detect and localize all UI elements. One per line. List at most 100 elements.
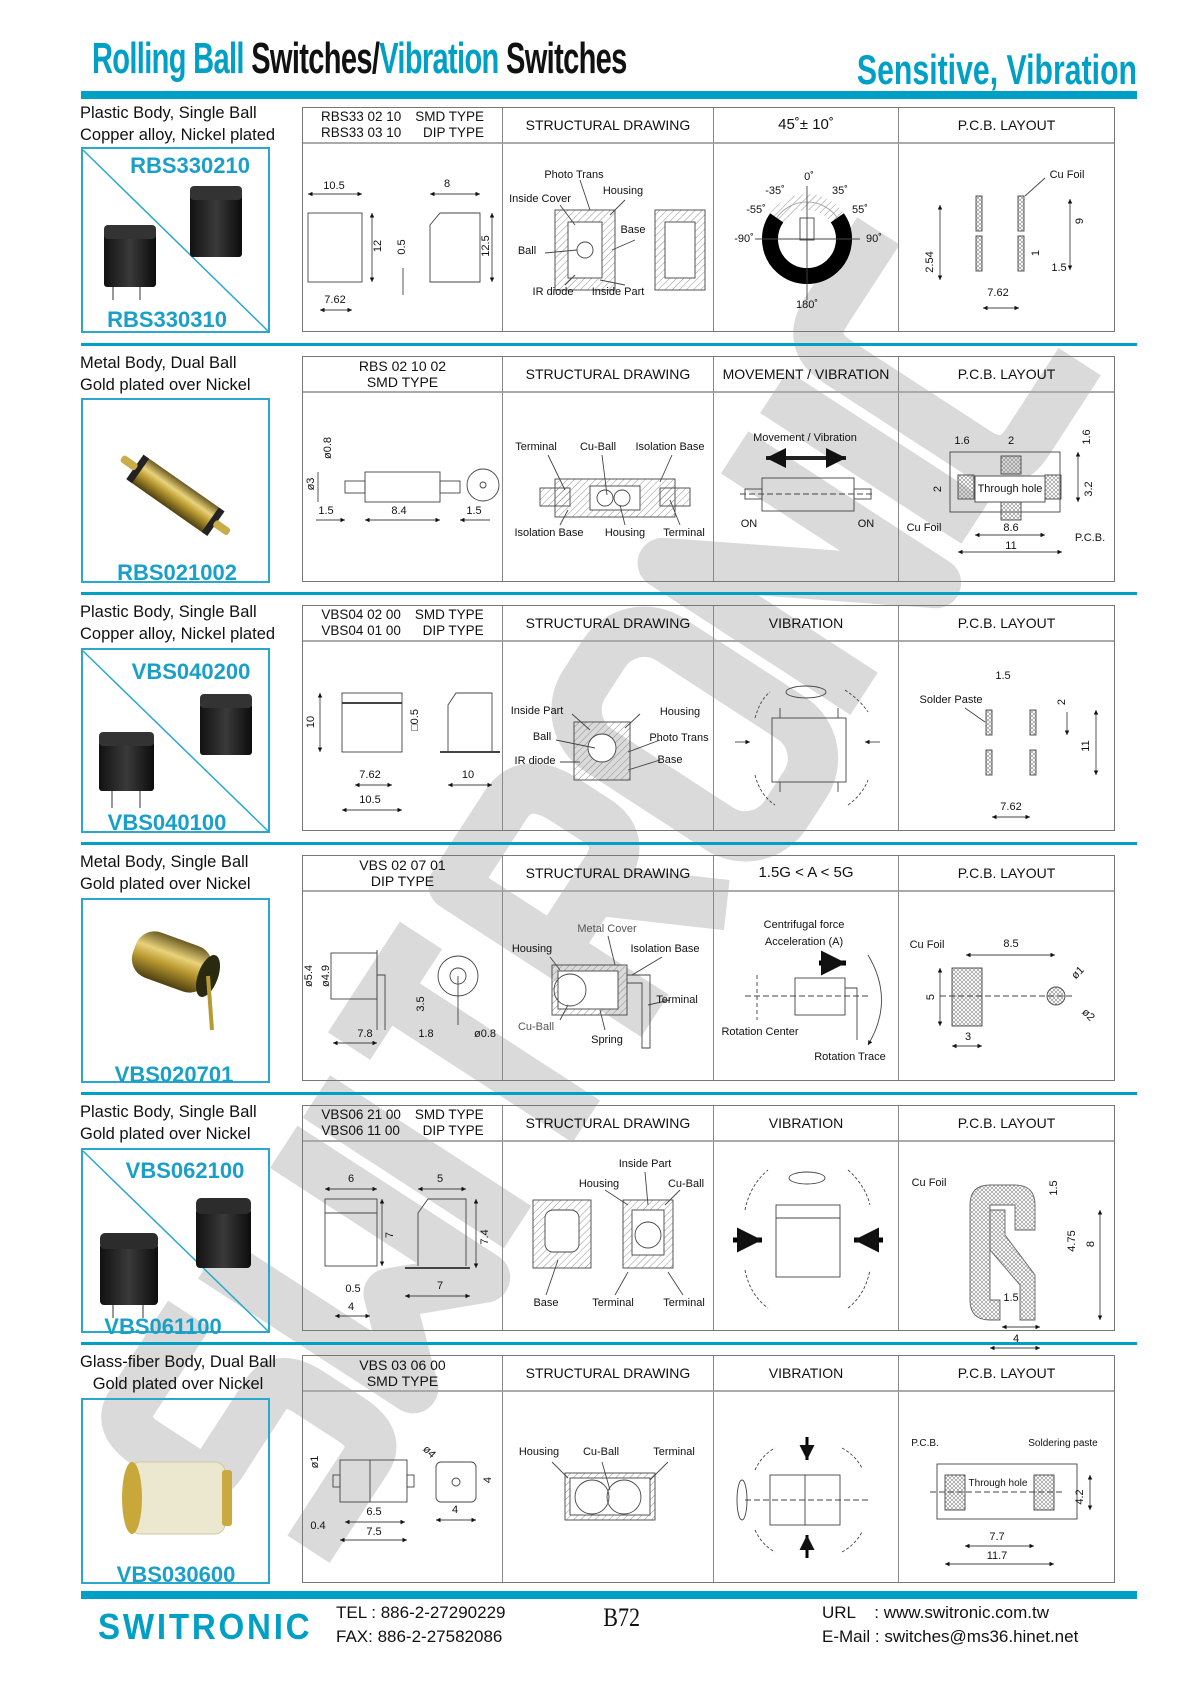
dimension-label: ø3: [305, 477, 317, 491]
angle-label: 90˚: [866, 233, 882, 245]
model-header: VBS 02 07 01 DIP TYPE: [303, 856, 503, 892]
dimension-label: 6: [347, 1173, 355, 1185]
product-code: VBS040100: [107, 810, 227, 835]
angle-label: -55˚: [746, 204, 766, 216]
part-label: Metal Cover: [577, 923, 637, 935]
dimension-drawing-cell: [303, 393, 503, 581]
dimension-label: 12: [372, 239, 384, 253]
model-header: VBS 03 06 00 SMD TYPE: [303, 1356, 503, 1392]
product-description: Plastic Body, Single Ball Copper alloy, …: [80, 601, 295, 645]
part-label: Inside Part: [591, 286, 645, 298]
pcb-label: 1.5: [1048, 1180, 1060, 1196]
pcb-layout-header: P.C.B. LAYOUT: [899, 108, 1114, 144]
acceleration-header: 1.5G < A < 5G: [714, 856, 899, 892]
model-number: VBS 03 06 00: [359, 1357, 446, 1373]
dimension-label: ø1: [309, 1455, 321, 1469]
desc-line: Copper alloy, Nickel plated: [80, 126, 276, 144]
pcb-label: 11: [1005, 540, 1017, 552]
pcb-label: 3.2: [1083, 481, 1095, 497]
pcb-label: 11.7: [986, 1550, 1008, 1562]
structural-drawing-header: STRUCTURAL DRAWING: [503, 357, 714, 393]
model-number: VBS 02 07 01: [359, 857, 446, 873]
pcb-label: 7.7: [989, 1531, 1005, 1543]
pcb-label: 1.5: [995, 670, 1011, 682]
dimension-label: 10.5: [323, 180, 345, 192]
footer-divider: [81, 1591, 1137, 1599]
pcb-label: Cu Foil: [909, 939, 945, 951]
dimension-label: 7.4: [479, 1229, 491, 1245]
part-label: Housing: [659, 706, 701, 718]
product-code: VBS040200: [131, 659, 251, 684]
dimension-label: 3.5: [415, 996, 427, 1012]
pcb-label: 2: [1056, 698, 1068, 706]
desc-line: Gold plated over Nickel: [80, 875, 251, 893]
model-type: SMD TYPE: [415, 109, 485, 124]
product-photo-box: [81, 898, 270, 1083]
structural-drawing-cell: [503, 144, 714, 331]
part-label: Cu-Ball: [517, 1021, 555, 1033]
row-divider: [81, 343, 1137, 346]
angle-label: -35˚: [765, 185, 785, 197]
part-label: Cu-Ball: [579, 441, 617, 453]
desc-line: Copper alloy, Nickel plated: [80, 625, 276, 643]
dimension-label: 7: [384, 1231, 396, 1239]
pcb-label: 1.5: [1051, 262, 1067, 274]
product-code: VBS061100: [104, 1314, 222, 1339]
spec-table: RBS 02 10 02 SMD TYPE STRUCTURAL DRAWING…: [302, 356, 1115, 582]
dimension-label: □0.5: [409, 709, 421, 731]
part-label: Isolation Base: [514, 527, 584, 539]
pcb-layout-cell: [899, 892, 1114, 1080]
pcb-label: Through hole: [977, 483, 1043, 495]
model-type: SMD TYPE: [414, 607, 484, 622]
accel-label: Rotation Trace: [814, 1051, 886, 1063]
product-code: VBS062100: [125, 1158, 245, 1183]
part-label: Ball: [532, 731, 552, 743]
row-divider: [81, 592, 1137, 595]
vibration-header: VIBRATION: [714, 606, 899, 642]
structural-drawing-header: STRUCTURAL DRAWING: [503, 1356, 714, 1392]
angle-label: 55˚: [852, 204, 868, 216]
part-label: Housing: [511, 943, 553, 955]
dimension-label: 10: [305, 715, 317, 729]
product-photo-box: [81, 398, 270, 583]
accel-label: Centrifugal force: [763, 919, 845, 931]
movement-diagram-cell: [714, 393, 899, 581]
website-url[interactable]: URL : www.switronic.com.tw: [822, 1603, 1050, 1622]
structural-drawing-header: STRUCTURAL DRAWING: [503, 108, 714, 144]
model-type: DIP TYPE: [423, 125, 485, 140]
part-label: Inside Cover: [509, 193, 571, 205]
pcb-label: 7.62: [987, 287, 1009, 299]
model-number: VBS06 11 00: [321, 1123, 400, 1138]
pcb-label: 8.6: [1003, 522, 1019, 534]
part-label: Terminal: [656, 994, 698, 1006]
accel-label: Acceleration (A): [764, 936, 844, 948]
dimension-label: 10: [461, 769, 475, 781]
pcb-layout-header: P.C.B. LAYOUT: [899, 1356, 1114, 1392]
accel-label: Rotation Center: [721, 1026, 799, 1038]
model-number: VBS04 02 00: [321, 607, 401, 622]
part-label: Photo Trans: [544, 169, 604, 181]
desc-line: Metal Body, Dual Ball: [80, 354, 237, 372]
on-label: ON: [740, 518, 758, 530]
product-photo-box: [81, 147, 270, 333]
angle-diagram-cell: [714, 144, 899, 331]
structural-drawing-header: STRUCTURAL DRAWING: [503, 606, 714, 642]
pcb-label: 2: [1007, 435, 1015, 447]
angle-header: 45˚± 10˚: [714, 108, 899, 144]
model-type: SMD TYPE: [366, 374, 439, 390]
dimension-label: 4: [347, 1301, 355, 1313]
pcb-label: 9: [1074, 217, 1086, 225]
part-label: Terminal: [653, 1446, 695, 1458]
pcb-label: 8.5: [1003, 938, 1019, 950]
structural-drawing-header: STRUCTURAL DRAWING: [503, 856, 714, 892]
vibration-header: VIBRATION: [714, 1106, 899, 1142]
dimension-label: 10.5: [359, 794, 381, 806]
angle-label: 180˚: [795, 299, 819, 311]
vibration-diagram-cell: [714, 1142, 899, 1330]
email-address[interactable]: E-Mail : switches@ms36.hinet.net: [822, 1627, 1079, 1646]
part-label: IR diode: [514, 755, 556, 767]
dimension-label: 1.8: [418, 1028, 434, 1040]
dimension-drawing-cell: [303, 1392, 503, 1582]
